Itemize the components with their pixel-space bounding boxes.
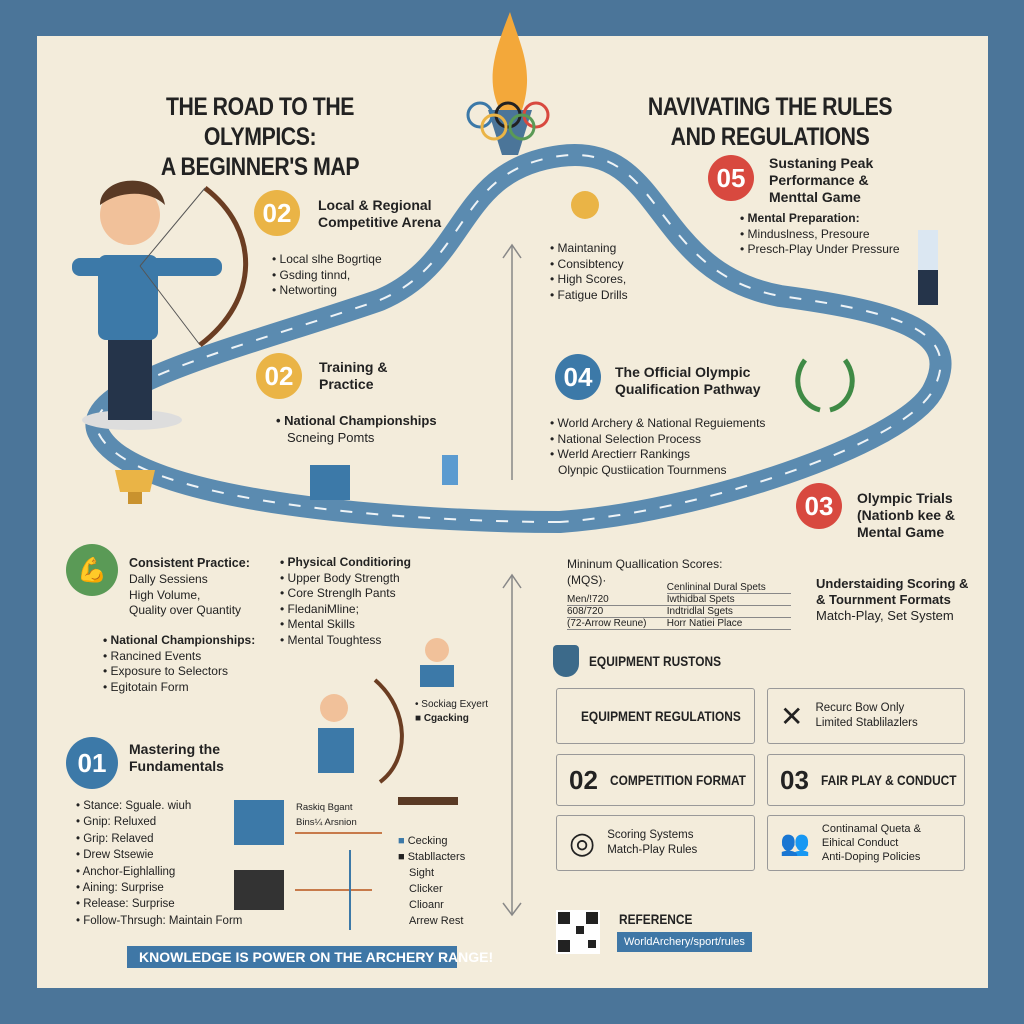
target-icon: ◎ (569, 826, 596, 860)
people-icon: 👥 (780, 829, 810, 857)
rule-card[interactable]: EQUIPMENT REGULATIONS (556, 688, 755, 744)
national-list: National Championships:Rancined EventsEx… (103, 633, 256, 695)
fundamentals-list: Stance: Sguale. wiuhGnip: ReluxedGrip: R… (76, 798, 243, 929)
muscle-icon: 💪 (66, 544, 118, 596)
brain-laurel-icon (571, 191, 599, 219)
figures-illustration (310, 230, 938, 500)
maintain-list: MaintaningConsibtencyHigh Scores,Fatigue… (550, 241, 628, 303)
motto-banner: KNOWLEDGE IS POWER ON THE ARCHERY RANGE! (127, 946, 493, 968)
step-badge: 03 (796, 483, 842, 529)
olympic-torch-icon (466, 12, 550, 155)
qr-code-icon (556, 910, 600, 954)
scoring-note: Understaiding Scoring && Tournment Forma… (816, 576, 969, 623)
archer-illustration (72, 180, 249, 430)
mqs-title: Mininum Quallication Scores:(MQS)· (567, 557, 723, 587)
local-list: Local slhe BogrtiqeGsding tinnd,Networti… (272, 252, 382, 299)
table-row: (72-Arrow Reune)Horr Natiei Place (567, 617, 791, 630)
step-badge: 05 (708, 155, 754, 201)
step-badge: 01 (66, 737, 118, 789)
peak-list: Mental Preparation:Minduslness, Presoure… (740, 211, 900, 258)
trophy-icon (115, 470, 155, 504)
physical-list: Physical ConditioringUpper Body Strength… (280, 555, 411, 648)
shield-icon (553, 645, 579, 677)
reference-title: REFERENCE (619, 911, 693, 927)
step-badge: 04 (555, 354, 601, 400)
road-path (85, 143, 952, 534)
step-badge: 02 (254, 190, 300, 236)
equipment-heading: EQUIPMENT RUSTONS (553, 645, 744, 677)
reference-link[interactable]: WorldArchery/sport/rules (617, 932, 752, 952)
laurel-icon (795, 358, 855, 413)
bow-arrow-icon: ✕ (780, 700, 804, 732)
coach-icon (420, 638, 454, 687)
step-title: Olympic Trials(Nationb kee &Mental Game (857, 490, 956, 540)
step-badge: 02 (256, 353, 302, 399)
coach-label: • Sockiag Exyert■ Cgacking (415, 699, 488, 724)
second-archer-illustration (318, 678, 404, 784)
main-title: THE ROAD TO THE OLYMPICS:A BEGINNER'S MA… (160, 93, 360, 181)
step-title: Training &Practice (319, 359, 388, 392)
official-list: World Archery & National ReguiementsNati… (550, 416, 766, 478)
